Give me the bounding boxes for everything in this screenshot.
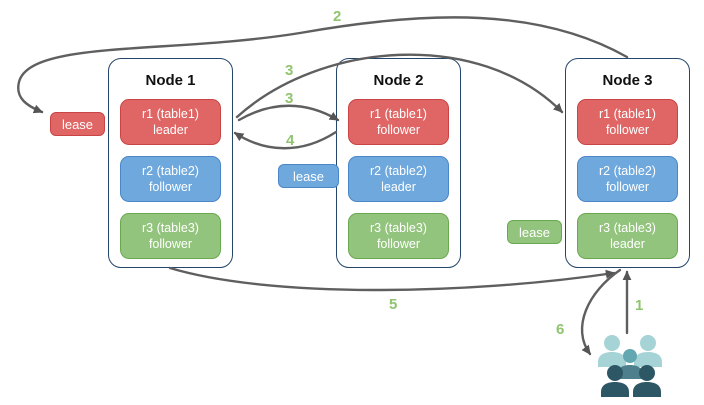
replica-role: follower	[376, 237, 421, 251]
node-2-replica-r2: r2 (table2) leader	[348, 156, 449, 202]
node-1-title: Node 1	[145, 72, 196, 89]
step-label-4: 4	[286, 132, 295, 149]
node-1: Node 1 r1 (table1) leader r2 (table2) fo…	[108, 58, 233, 268]
node-1-replica-r2: r2 (table2) follower	[120, 156, 221, 202]
replica-name: r3 (table3)	[370, 221, 427, 235]
node-1-replica-r3: r3 (table3) follower	[120, 213, 221, 259]
arrow-step-5-node1-to-node3	[168, 266, 616, 292]
replica-role: follower	[605, 180, 650, 194]
replica-name: r2 (table2)	[599, 164, 656, 178]
replica-role: leader	[381, 180, 416, 194]
users-icon	[598, 335, 662, 397]
node-2-replica-r1: r1 (table1) follower	[348, 99, 449, 145]
step-label-3a: 3	[285, 62, 294, 79]
node-3-replica-r3: r3 (table3) leader	[577, 213, 678, 259]
node-1-replica-r1: r1 (table1) leader	[120, 99, 221, 145]
replica-name: r2 (table2)	[370, 164, 427, 178]
step-label-2: 2	[333, 8, 342, 25]
step-label-5: 5	[389, 296, 398, 313]
replica-role: follower	[148, 180, 193, 194]
step-label-3b: 3	[285, 90, 294, 107]
replica-role: follower	[148, 237, 193, 251]
step-label-6: 6	[556, 321, 565, 338]
replica-name: r2 (table2)	[142, 164, 199, 178]
node-2: Node 2 r1 (table1) follower r2 (table2) …	[336, 58, 461, 268]
replica-name: r3 (table3)	[599, 221, 656, 235]
node-2-title: Node 2	[373, 72, 424, 89]
replica-role: leader	[153, 123, 188, 137]
node-3-replica-r1: r1 (table1) follower	[577, 99, 678, 145]
node-3-title: Node 3	[602, 72, 653, 89]
replica-name: r1 (table1)	[142, 107, 199, 121]
replica-name: r1 (table1)	[370, 107, 427, 121]
lease-badge-blue: lease	[278, 164, 339, 188]
replica-role: leader	[610, 237, 645, 251]
node-2-replica-r3: r3 (table3) follower	[348, 213, 449, 259]
arrow-step-3-node1-to-node2	[237, 104, 340, 122]
node-3: Node 3 r1 (table1) follower r2 (table2) …	[565, 58, 690, 268]
replica-role: follower	[376, 123, 421, 137]
replica-name: r3 (table3)	[142, 221, 199, 235]
lease-badge-green: lease	[507, 220, 562, 244]
lease-badge-red: lease	[50, 112, 105, 136]
node-3-replica-r2: r2 (table2) follower	[577, 156, 678, 202]
step-label-1: 1	[635, 297, 644, 314]
replica-name: r1 (table1)	[599, 107, 656, 121]
replica-role: follower	[605, 123, 650, 137]
